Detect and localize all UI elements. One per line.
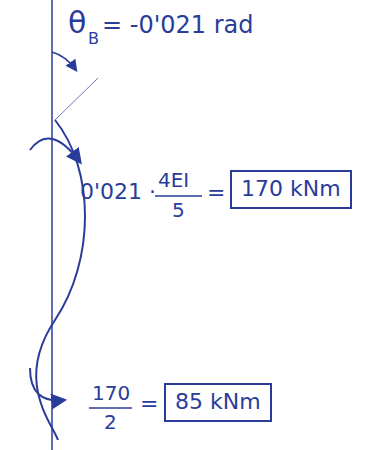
formula-text: 0'021 ·	[80, 180, 156, 204]
formula-text: 2	[104, 411, 117, 433]
formula-text: 5	[172, 199, 185, 221]
formula-text: =	[140, 392, 158, 416]
column-axis	[51, 0, 53, 450]
formula-text: 170	[92, 382, 130, 404]
fraction-bar	[155, 195, 202, 197]
moment-arrow	[30, 138, 80, 162]
fraction-bar	[89, 407, 132, 409]
result-box: 170 kNm	[230, 170, 352, 209]
deflected-shape	[36, 120, 85, 440]
formula-text: =	[207, 181, 225, 205]
rotation-arc	[52, 52, 76, 70]
result-value: 85 kNm	[175, 390, 261, 414]
tangent-line	[55, 78, 98, 120]
moment-arrow	[30, 368, 64, 400]
result-value: 170 kNm	[241, 177, 341, 201]
subscript: B	[88, 30, 99, 48]
result-box: 85 kNm	[164, 383, 272, 422]
formula-text: = -0'021 rad	[102, 12, 254, 38]
formula-text: 4EI	[158, 169, 189, 191]
formula-text: θ	[68, 6, 86, 39]
